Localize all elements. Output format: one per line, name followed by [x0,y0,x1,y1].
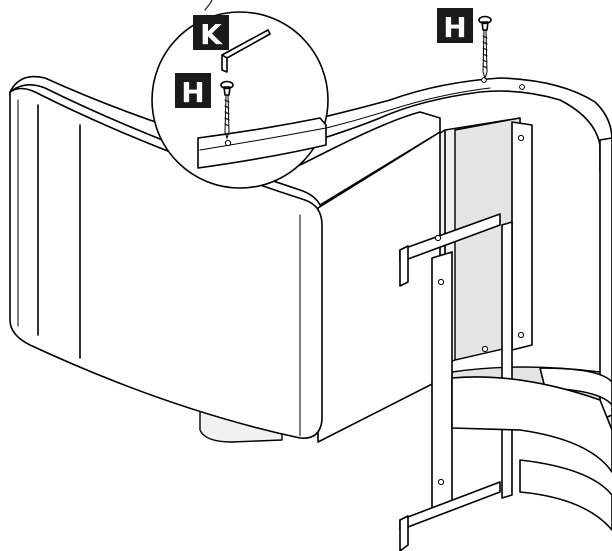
label-k-text: K [200,18,223,51]
label-k: K [193,15,229,51]
allen-key [221,29,271,73]
rear-leg-frame [511,121,612,421]
detail-magnifier [151,0,329,189]
label-h-detail: H [175,73,211,109]
label-h-detail-text: H [181,76,204,109]
seat-front-panel [9,87,323,439]
rim-hole-2 [519,84,525,90]
label-h-top: H [437,8,473,44]
screw-h-top [478,15,492,80]
label-h-top-text: H [443,11,466,44]
seat-top-rim [9,75,441,206]
screw-h-detail [220,80,234,140]
front-leg-frame [399,213,612,551]
rim-hole-1 [481,77,487,83]
